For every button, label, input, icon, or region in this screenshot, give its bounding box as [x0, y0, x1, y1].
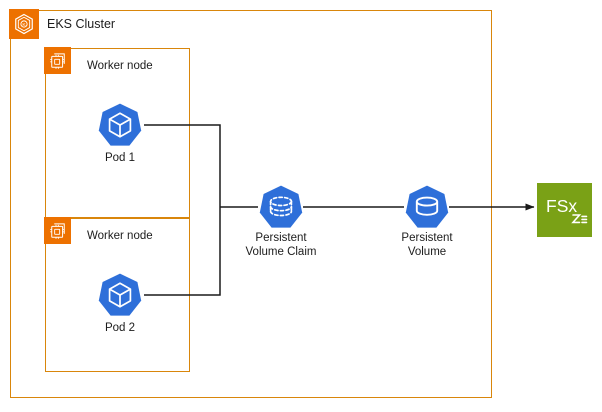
worker-node-icon	[44, 47, 71, 74]
persistent-volume-claim-icon	[257, 183, 305, 231]
eks-cluster-icon: K	[9, 9, 39, 39]
eks-cluster-label: EKS Cluster	[47, 17, 116, 31]
worker-node-2-label: Worker node	[87, 230, 153, 242]
eks-cluster-group-box	[10, 10, 492, 398]
persistent-volume-label: Persistent Volume	[401, 232, 453, 258]
kubernetes-pod-icon	[96, 101, 144, 149]
pod-1-label: Pod 1	[104, 152, 136, 164]
persistent-volume-claim-label: Persistent Volume Claim	[245, 232, 317, 258]
persistent-volume-icon	[403, 183, 451, 231]
pod-2-label: Pod 2	[104, 322, 136, 334]
kubernetes-pod-icon	[96, 271, 144, 319]
amazon-fsx-icon: FSx	[537, 183, 592, 237]
svg-text:K: K	[22, 22, 26, 28]
worker-node-1-label: Worker node	[87, 60, 153, 72]
worker-node-icon	[44, 217, 71, 244]
fsx-label: FSx	[546, 196, 577, 216]
